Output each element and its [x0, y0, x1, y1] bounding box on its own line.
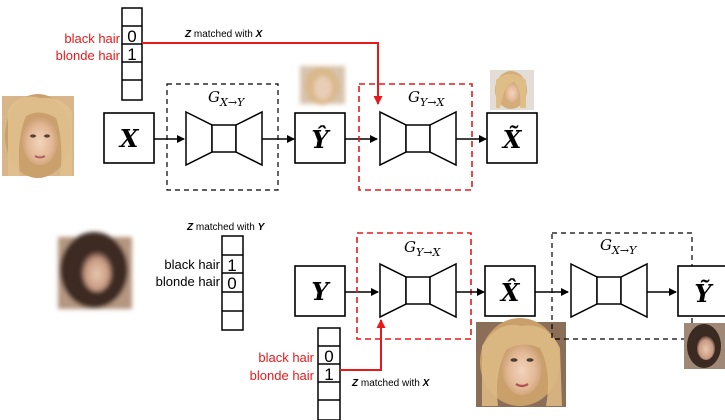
- bottom-input-face-image: [58, 232, 132, 309]
- top-input-face-image: [2, 94, 74, 178]
- top-gen2-label: GY→X: [408, 88, 445, 109]
- top-mid-face-image: [300, 66, 345, 105]
- top-gen2-network: [379, 110, 457, 167]
- top-output-face-image: [490, 70, 534, 110]
- bottom-upper-label-black-hair: black hair: [164, 257, 220, 272]
- bottom-gen1-label: GY→X: [404, 238, 441, 259]
- top-gen1-network: [185, 110, 263, 167]
- top-bit-0: 0: [127, 27, 136, 46]
- bottom-output-box: [677, 265, 725, 317]
- bottom-lower-caption: Z matched with X: [351, 378, 431, 389]
- top-mid-var: Ŷ: [311, 125, 331, 154]
- bottom-output-face-image: [684, 323, 725, 369]
- top-label-black-hair: black hair: [64, 31, 120, 46]
- bottom-upper-label-blonde-hair: blonde hair: [156, 274, 221, 289]
- bottom-mid-var: X̂: [499, 278, 521, 307]
- top-input-var: X: [118, 124, 140, 153]
- top-gen1-frame: [166, 83, 279, 191]
- bottom-upper-attribute-vector: 1 0: [221, 235, 244, 331]
- bottom-upper-bit-1: 0: [227, 274, 236, 293]
- bottom-condition-arrow: [340, 319, 386, 371]
- top-label-blonde-hair: blonde hair: [56, 48, 121, 63]
- top-output-var: X̃: [501, 125, 523, 154]
- bottom-upper-bit-0: 1: [227, 256, 236, 275]
- bottom-lower-bit-0: 0: [324, 347, 333, 366]
- bottom-gen1-network: [379, 262, 457, 319]
- bottom-gen2-network: [570, 262, 648, 319]
- top-gen1-label: GX→Y: [208, 88, 246, 109]
- top-bit-1: 1: [127, 45, 136, 64]
- bottom-mid-face-image: [476, 318, 566, 407]
- bottom-upper-caption: Z matched with Y: [186, 222, 266, 233]
- top-output-box: [486, 112, 538, 164]
- bottom-input-box: [294, 265, 346, 317]
- top-input-box: [103, 112, 155, 164]
- bottom-lower-attribute-vector: 0 1: [317, 327, 341, 420]
- bottom-lower-label-black-hair: black hair: [258, 350, 314, 365]
- top-attribute-vector: 0 1: [121, 7, 143, 101]
- top-mid-box: [294, 112, 346, 164]
- bottom-output-var: Ỹ: [694, 279, 714, 308]
- top-caption: Z matched with X: [184, 29, 264, 40]
- top-gen2-frame: [358, 83, 473, 191]
- bottom-mid-box: [484, 265, 536, 317]
- top-condition-arrow: [142, 42, 383, 105]
- bottom-lower-bit-1: 1: [324, 365, 333, 384]
- bottom-input-var: Y: [311, 277, 331, 306]
- bottom-lower-label-blonde-hair: blonde hair: [250, 368, 315, 383]
- bottom-gen2-label: GX→Y: [600, 236, 638, 257]
